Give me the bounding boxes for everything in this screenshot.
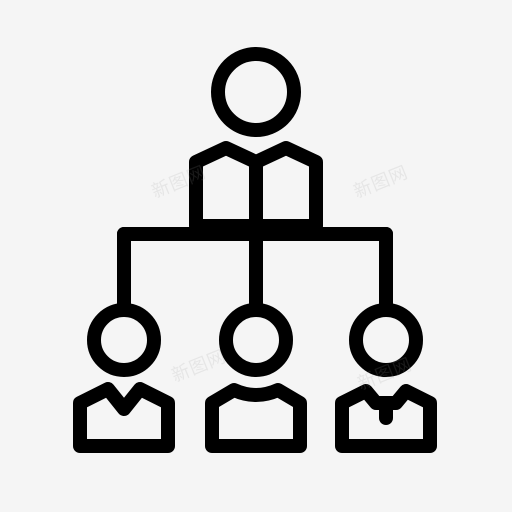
left-person-head: [87, 303, 161, 377]
right-person-head: [349, 303, 423, 377]
left-person-body: [73, 382, 175, 453]
center-person-head: [219, 303, 293, 377]
right-person-body: [335, 384, 437, 453]
top-person-body: [189, 141, 323, 233]
center-person-body: [205, 383, 307, 453]
top-person-head: [211, 47, 301, 137]
